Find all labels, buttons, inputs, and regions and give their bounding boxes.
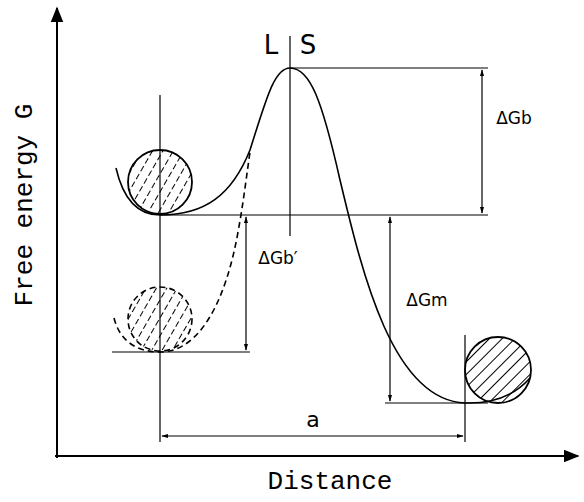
phase-label: L <box>264 32 279 58</box>
dimension-arrow <box>389 217 390 401</box>
dimension-arrow <box>481 70 482 213</box>
axis-title: Free energy G <box>12 104 38 307</box>
guide-line <box>464 335 465 442</box>
level-line <box>112 351 250 352</box>
energy-curve <box>116 68 530 403</box>
energy-label: ΔGb <box>496 110 532 127</box>
atom-solid <box>465 337 531 403</box>
dimension-arrow <box>245 217 246 350</box>
phase-label: S <box>300 32 317 58</box>
level-line <box>160 214 488 215</box>
level-line <box>290 67 488 68</box>
interface-line <box>289 36 290 236</box>
energy-label: ΔGm <box>406 292 447 309</box>
x-axis <box>55 455 578 457</box>
dimension-arrow <box>162 435 463 436</box>
guide-line <box>159 95 160 442</box>
dimension-label: a <box>306 409 319 431</box>
atom-liquid-dashed <box>128 287 192 351</box>
y-axis <box>56 8 58 458</box>
energy-label: ΔGb′ <box>258 250 297 267</box>
axis-title: Distance <box>268 469 393 495</box>
atom-liquid <box>128 150 192 214</box>
